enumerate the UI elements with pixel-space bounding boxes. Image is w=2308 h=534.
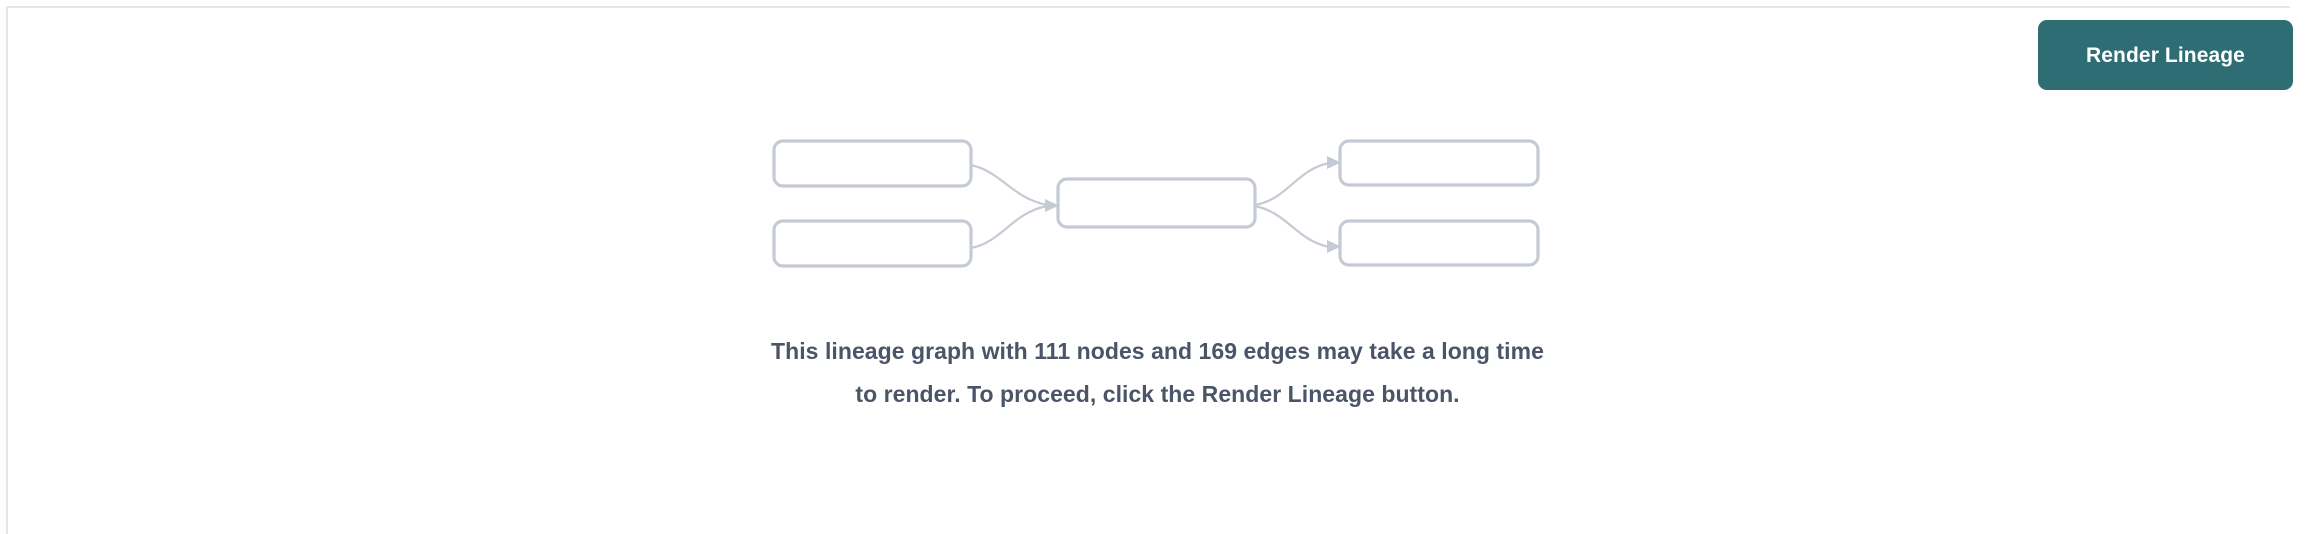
edge-center-to-right-top [1254,161,1330,207]
arrowhead-into-right-bottom [1327,240,1341,253]
panel-top-border [6,6,2290,8]
placeholder-node-left-top [772,139,973,188]
placeholder-node-right-top [1338,139,1540,187]
arrowhead-into-center [1045,199,1059,212]
placeholder-node-right-bottom [1338,219,1540,267]
arrowhead-into-right-top [1327,156,1341,169]
placeholder-node-left-bottom [772,219,973,268]
panel-left-border [6,6,8,534]
edge-center-to-right-bottom [1254,204,1330,249]
render-lineage-button[interactable]: Render Lineage [2038,20,2293,90]
edge-left-top-to-center [970,163,1048,207]
placeholder-graph-illustration [740,120,1570,285]
placeholder-node-center [1056,177,1257,229]
edge-left-bottom-to-center [970,204,1048,250]
lineage-size-warning-message: This lineage graph with 111 nodes and 16… [771,338,1544,407]
